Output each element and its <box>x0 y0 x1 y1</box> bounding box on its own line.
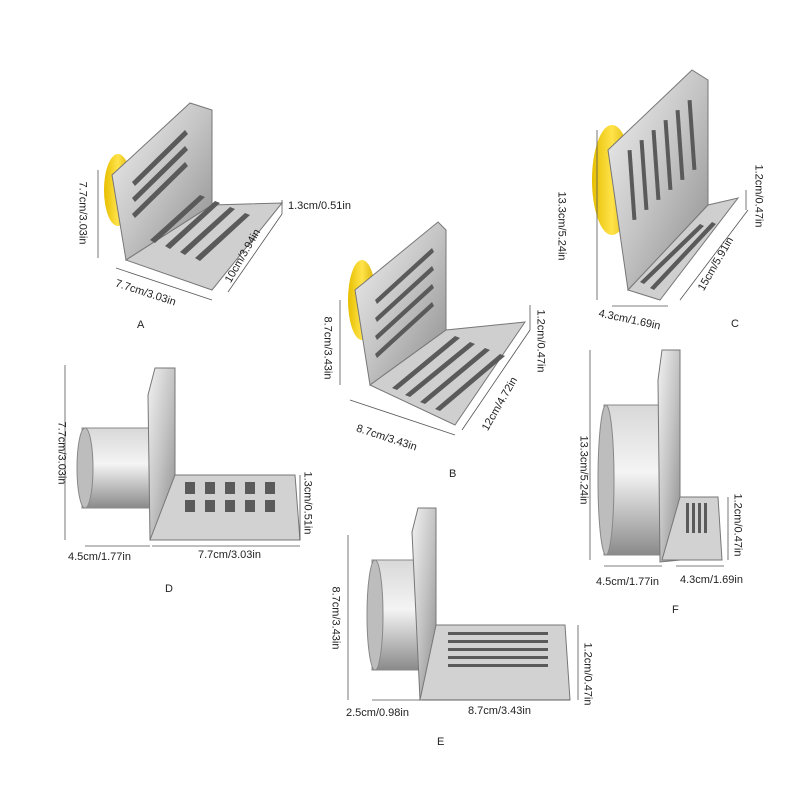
drain-a-height-label: 7.7cm/3.03in <box>76 181 89 245</box>
drain-b-height-label: 8.7cm/3.43in <box>321 316 334 380</box>
drain-f-height-label: 13.3cm/5.24in <box>577 435 590 505</box>
drain-a-thickness-label: 1.3cm/0.51in <box>288 200 351 212</box>
drain-f-backplate <box>657 349 681 563</box>
drain-e-grate <box>419 624 571 701</box>
drain-b-thickness-label: 1.2cm/0.47in <box>534 309 547 373</box>
drain-a-illustration <box>97 102 284 301</box>
drain-d-pipe-label: 4.5cm/1.77in <box>68 551 131 563</box>
drain-b-backplate <box>354 221 447 386</box>
drain-e-thickness-label: 1.2cm/0.47in <box>581 642 594 706</box>
drain-c-height-label: 13.3cm/5.24in <box>555 191 568 261</box>
drain-b-grate <box>369 321 527 426</box>
drain-f-thickness-label: 1.2cm/0.47in <box>731 493 744 557</box>
drain-c-thickness-label: 1.2cm/0.47in <box>752 164 765 228</box>
drain-c-letter: C <box>731 318 739 330</box>
drain-d-letter: D <box>165 583 173 595</box>
drain-f-pipe-label: 4.5cm/1.77in <box>596 576 659 588</box>
drain-d-height-label: 7.7cm/3.03in <box>55 421 68 485</box>
drain-d-width-label: 7.7cm/3.03in <box>198 549 261 561</box>
drain-c-illustration <box>592 69 749 307</box>
drain-f-illustration <box>589 349 729 567</box>
drain-b-letter: B <box>449 468 457 480</box>
drain-f-width-label: 4.3cm/1.69in <box>680 574 743 586</box>
drain-b-illustration <box>339 221 531 436</box>
drain-e-width-label: 8.7cm/3.43in <box>468 705 531 717</box>
drain-e-letter: E <box>437 736 445 748</box>
drain-f-letter: F <box>672 604 679 616</box>
drain-a-letter: A <box>137 319 145 331</box>
drain-d-illustration <box>64 365 301 547</box>
drain-e-height-label: 8.7cm/3.43in <box>329 586 342 650</box>
drain-c-grate <box>627 197 740 301</box>
drain-d-thickness-label: 1.3cm/0.51in <box>301 471 314 535</box>
drain-e-pipe-label: 2.5cm/0.98in <box>346 707 409 719</box>
drain-e-illustration <box>347 507 579 701</box>
